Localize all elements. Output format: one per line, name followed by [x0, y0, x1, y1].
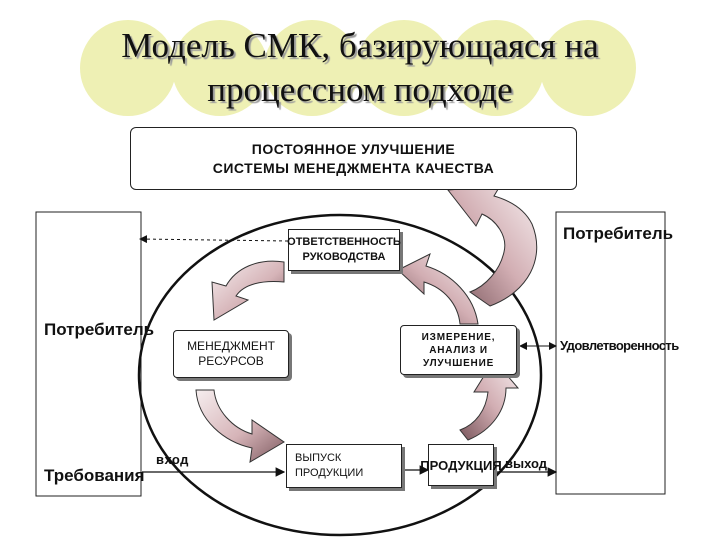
decor-circle	[264, 20, 360, 116]
product-label: ПРОДУКЦИЯ	[420, 457, 502, 473]
input-label: вход	[156, 452, 189, 467]
left-panel	[35, 211, 142, 497]
continuous-improvement-box: ПОСТОЯННОЕ УЛУЧШЕНИЕ СИСТЕМЫ МЕНЕДЖМЕНТА…	[130, 127, 577, 190]
improvement-line-1: ПОСТОЯННОЕ УЛУЧШЕНИЕ	[251, 140, 456, 157]
output-process-line-1: ВЫПУСК	[295, 452, 342, 464]
resources-line-1: МЕНЕДЖМЕНТ	[187, 339, 275, 353]
decor-circle	[172, 20, 268, 116]
improvement-line-2: СИСТЕМЫ МЕНЕДЖМЕНТА КАЧЕСТВА	[212, 159, 495, 176]
product-realization-box: ВЫПУСК ПРОДУКЦИИ	[286, 444, 402, 488]
responsibility-line-2: РУКОВОДСТВА	[302, 251, 386, 263]
decor-circle	[80, 20, 176, 116]
decor-circle	[356, 20, 452, 116]
cycle-arrow-to-output	[195, 389, 285, 463]
satisfaction-label: Удовлетворенность	[560, 338, 679, 353]
process-cycle-oval	[137, 213, 543, 537]
resources-line-2: РЕСУРСОВ	[198, 354, 264, 368]
output-process-line-2: ПРОДУКЦИИ	[295, 467, 364, 479]
output-label: выход	[505, 456, 548, 471]
product-box: ПРОДУКЦИЯ	[420, 444, 502, 486]
measurement-analysis-box: ИЗМЕРЕНИЕ, АНАЛИЗ И УЛУЧШЕНИЕ	[400, 325, 517, 375]
cycle-arrow-to-resources	[211, 260, 285, 321]
left-consumer-label: Потребитель	[44, 320, 155, 339]
requirements-dashed-line	[139, 235, 289, 244]
decor-circle	[540, 20, 636, 116]
right-consumer-label: Потребитель	[563, 224, 674, 243]
page-title: Модель СМК, базирующаяся на процессном п…	[0, 24, 720, 112]
cycle-arrow-to-responsibility	[397, 253, 479, 325]
title-line-1: Модель СМК, базирующаяся на	[121, 26, 599, 65]
management-responsibility-box: ОТВЕТСТВЕННОСТЬ РУКОВОДСТВА	[287, 229, 401, 271]
responsibility-line-1: ОТВЕТСТВЕННОСТЬ	[287, 236, 401, 248]
decor-circle	[448, 20, 544, 116]
title-line-2: процессном подходе	[207, 70, 513, 109]
requirements-label: Требования	[44, 466, 145, 485]
resource-management-box: МЕНЕДЖМЕНТ РЕСУРСОВ	[173, 330, 289, 378]
measurement-line-2: АНАЛИЗ И	[429, 344, 488, 356]
measurement-line-3: УЛУЧШЕНИЕ	[422, 357, 495, 369]
measurement-line-1: ИЗМЕРЕНИЕ,	[421, 331, 496, 343]
right-panel	[555, 211, 666, 495]
